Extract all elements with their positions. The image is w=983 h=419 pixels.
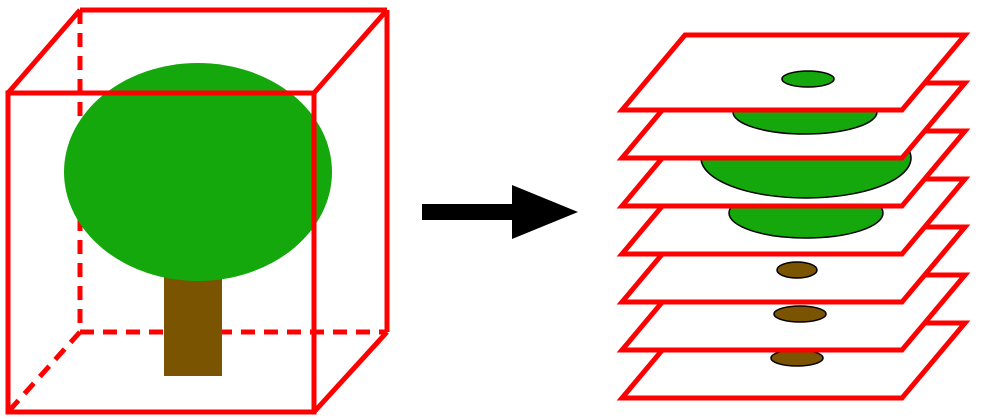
front-face-rect: [5, 90, 317, 415]
connector-top-right: [312, 8, 389, 95]
connector-bottom-right: [312, 330, 389, 414]
right-arrow-icon: [422, 185, 578, 239]
arrow-head: [512, 185, 578, 239]
slice-1: [616, 32, 971, 113]
tree-canopy: [64, 63, 332, 281]
connector-top-left: [6, 8, 82, 95]
canopy-section: [781, 70, 835, 88]
tree-trunk: [164, 270, 222, 376]
trunk-section: [773, 305, 827, 323]
arrow-shaft: [422, 204, 517, 220]
tree: [64, 63, 332, 376]
front-face: [5, 8, 389, 415]
hidden-edge-bottom-diagonal: [6, 330, 82, 414]
slice-stack: [616, 32, 971, 401]
trunk-section: [776, 261, 818, 279]
back-face-edges: [80, 7, 390, 332]
